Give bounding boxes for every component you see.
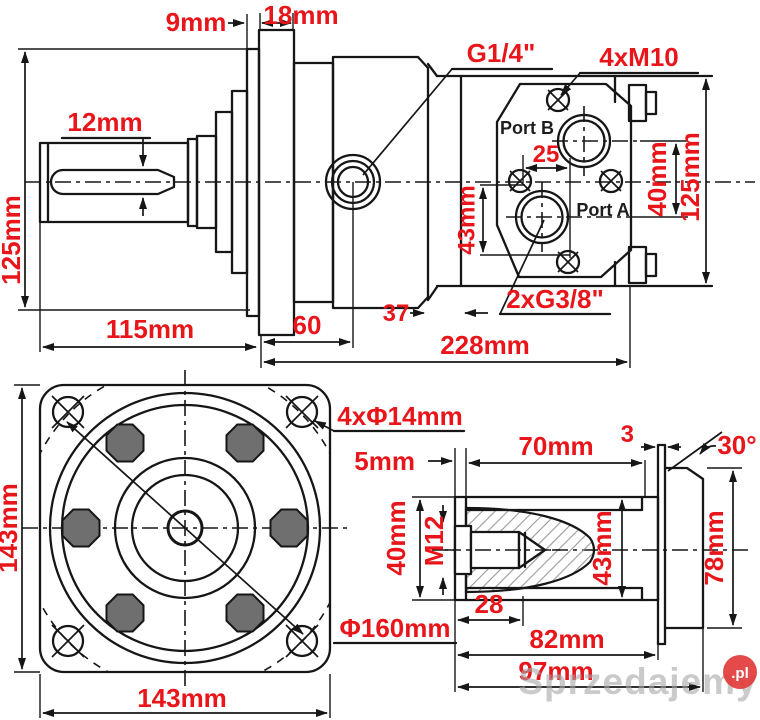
dim-125mm-right: 125mm	[675, 132, 705, 222]
dim-228mm: 228mm	[440, 330, 530, 360]
side-view: 125mm 9mm 18mm 12mm G1/4" 4xM10 Port B	[0, 0, 755, 368]
watermark-tld: .pl	[731, 665, 749, 682]
dim-143mm-left: 143mm	[0, 483, 23, 573]
port-b-label: Port B	[500, 118, 554, 138]
m10-bolt-holes	[507, 87, 624, 275]
main-body	[331, 55, 430, 310]
port-thread-label: G1/4"	[467, 38, 536, 68]
side-port-circles	[324, 153, 382, 348]
dim-70mm: 70mm	[518, 431, 593, 461]
bolt-circle-label: Φ160mm	[340, 613, 451, 643]
hole-label: 4xΦ14mm	[337, 401, 462, 431]
bolt-label: 4xM10	[599, 42, 679, 72]
dim-37: 37	[383, 300, 410, 327]
rear-housing	[426, 62, 714, 302]
dim-25: 25	[533, 141, 560, 168]
dim-125mm-left: 125mm	[0, 195, 26, 285]
port-a-label: Port A	[576, 200, 629, 220]
side-view-dimensions: 125mm 9mm 18mm 12mm G1/4" 4xM10 Port B	[0, 0, 710, 368]
watermark: Sprzedajemy .pl	[518, 655, 757, 702]
dim-28: 28	[475, 589, 504, 619]
dim-115mm: 115mm	[106, 314, 194, 344]
dim-82mm: 82mm	[529, 624, 604, 654]
flange-view: Φ160mm 4xΦ14mm 143mm 143mm	[0, 370, 466, 718]
rear-port-label: 2xG3/8"	[506, 284, 604, 314]
watermark-text: Sprzedajemy	[518, 661, 757, 702]
shaft-key	[49, 168, 176, 196]
bolt-circle-diameter-line	[66, 421, 304, 635]
dim-18mm: 18mm	[263, 0, 338, 30]
dim-60: 60	[293, 310, 322, 340]
shaft-flange-disc	[663, 466, 705, 630]
dim-12mm: 12mm	[67, 107, 142, 137]
m12-thread-hole	[453, 524, 547, 576]
dim-43mm-shaft: 43mm	[587, 510, 617, 585]
dim-3: 3	[621, 421, 634, 448]
port-face	[495, 82, 688, 285]
dim-9mm: 9mm	[166, 7, 227, 37]
dim-78mm: 78mm	[699, 510, 729, 585]
dim-143mm-bottom: 143mm	[137, 683, 227, 713]
dim-43mm-face: 43mm	[453, 185, 480, 254]
dim-40mm-shaft: 40mm	[381, 500, 411, 575]
dim-40mm-face: 40mm	[642, 141, 672, 216]
thread-label-m12: M12	[419, 516, 449, 567]
dim-5mm: 5mm	[354, 446, 415, 476]
watermark-badge	[723, 655, 757, 689]
shaft-detail-view: 30° 5mm 70mm 3 40mm M12 43mm 78mm	[354, 421, 757, 692]
port-face-outline	[495, 82, 633, 279]
dim-30deg: 30°	[717, 430, 756, 460]
dim-97mm: 97mm	[518, 656, 593, 686]
